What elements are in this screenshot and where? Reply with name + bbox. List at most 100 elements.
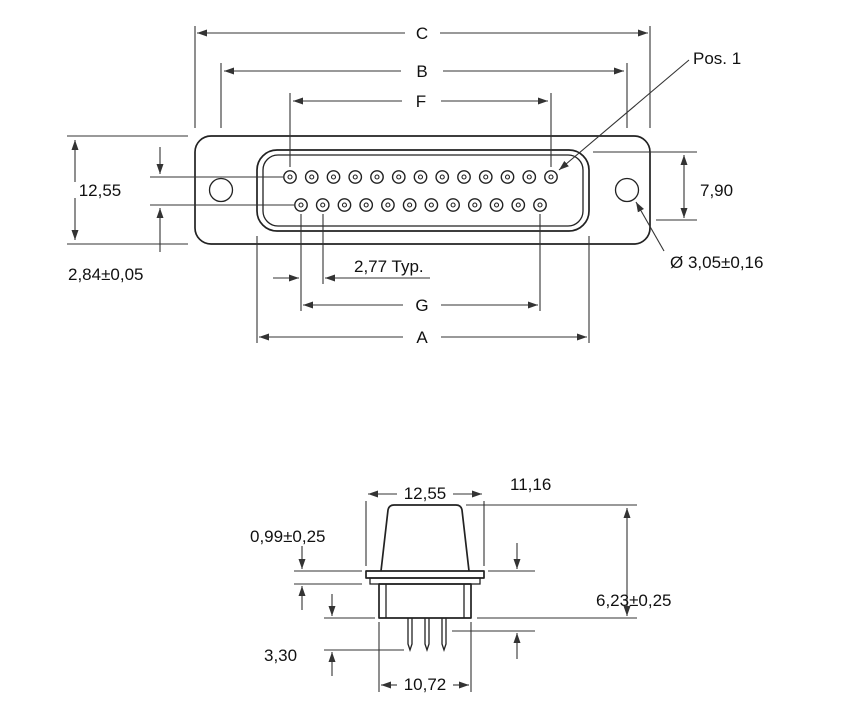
pin-contact <box>315 198 330 212</box>
pin-contact <box>348 170 363 184</box>
pin-contact <box>381 198 395 212</box>
pin-contact <box>402 198 417 212</box>
pin-contact <box>424 198 439 212</box>
pin-contact <box>413 170 428 184</box>
pin-contact-center <box>407 202 413 208</box>
dim-flange-height: 12,55 <box>67 135 188 245</box>
dim-overall-height: 11,16 <box>466 475 637 619</box>
pin-contact <box>457 170 471 184</box>
dim-bottom-width: 10,72 <box>378 622 472 694</box>
pin-contact <box>294 198 308 212</box>
pin-contact <box>522 170 537 184</box>
pin-contact <box>478 170 493 184</box>
dim-g: G <box>300 214 541 315</box>
dim-f: F <box>289 92 552 167</box>
pin-contact-center <box>515 202 521 208</box>
pin-contact-center <box>526 174 532 180</box>
shell-inner <box>262 154 584 227</box>
pin-contact-center <box>428 202 434 208</box>
dim-overall-height-label: 11,16 <box>510 475 551 494</box>
pin-contact <box>511 198 526 212</box>
pin-contact-center <box>287 174 293 180</box>
pin-contact-center <box>363 202 369 208</box>
solder-pin <box>407 618 413 653</box>
pin-contact-center <box>352 174 358 180</box>
pin-contact <box>283 170 297 184</box>
dim-pin-length-label: 3,30 <box>264 646 297 665</box>
dim-c: C <box>194 24 651 128</box>
pin-contact-center <box>537 202 543 208</box>
dim-a: A <box>256 236 590 347</box>
connector-front-body <box>194 135 651 245</box>
pin-contact-center <box>341 202 348 208</box>
dim-flange-height-label: 12,55 <box>79 181 122 200</box>
dim-pin-length: 3,30 <box>264 594 404 676</box>
flange-outline <box>194 135 651 245</box>
pin-contact <box>489 198 504 212</box>
dim-b-label: B <box>416 62 427 81</box>
dim-lower-height: 6,23±0,25 <box>452 543 672 659</box>
front-view: C B F Pos. 1 12,55 <box>67 24 763 347</box>
dim-hole-diameter: Ø 3,05±0,16 <box>635 201 763 272</box>
pin-contact <box>304 170 319 184</box>
dim-flange-thickness: 0,99±0,25 <box>250 527 362 610</box>
pos1-callout: Pos. 1 <box>558 49 741 171</box>
dim-shell-height: 7,90 <box>593 151 733 221</box>
pin-contact-center <box>548 174 554 180</box>
pin-contact-center <box>374 174 380 180</box>
pin-contact-center <box>461 174 467 180</box>
pin-contact-center <box>439 174 445 180</box>
pin-contact-center <box>450 202 456 208</box>
pin-contact <box>391 170 406 184</box>
dim-b: B <box>220 62 628 128</box>
pin-contact-center <box>320 202 326 208</box>
dim-f-label: F <box>416 92 426 111</box>
pin-contact-center <box>385 202 391 208</box>
pin-contact-center <box>483 174 489 180</box>
pin-contact <box>467 198 482 212</box>
dim-c-label: C <box>416 24 428 43</box>
dim-bottom-width-label: 10,72 <box>404 675 447 694</box>
side-view: 12,55 11,16 0,99±0,25 6,23±0,25 <box>250 475 672 694</box>
dim-pin-pitch-label: 2,77 Typ. <box>354 257 424 276</box>
side-body <box>378 583 472 619</box>
pin-contact-center <box>472 202 478 208</box>
connector-side-body <box>365 504 485 653</box>
pin-contact <box>370 170 384 184</box>
dim-a-label: A <box>416 328 428 347</box>
pin-contact <box>359 198 374 212</box>
dim-flange-thickness-label: 0,99±0,25 <box>250 527 326 546</box>
dim-row-offset-label: 2,84±0,05 <box>68 265 144 284</box>
pin-contact <box>544 170 558 184</box>
pin-contact-center <box>330 174 337 180</box>
dim-shell-height-label: 7,90 <box>700 181 733 200</box>
mounting-hole-left <box>208 177 234 203</box>
solder-pin <box>424 618 430 653</box>
side-shell <box>380 504 470 572</box>
pin-contact-center <box>493 202 500 208</box>
dim-pin-pitch: 2,77 Typ. <box>273 214 430 284</box>
shell-outer <box>256 149 590 232</box>
pin-contact <box>435 170 450 184</box>
pin-contact-center <box>309 174 315 180</box>
dim-hole-diameter-label: Ø 3,05±0,16 <box>670 253 763 272</box>
pin-contact <box>337 198 352 212</box>
mounting-hole-right <box>614 177 640 203</box>
pos1-label: Pos. 1 <box>693 49 741 68</box>
pin-contact-center <box>396 174 402 180</box>
solder-pin <box>441 618 447 653</box>
side-flange-plate <box>365 570 485 579</box>
pin-contact <box>533 198 547 212</box>
pin-field <box>283 170 558 212</box>
dim-g-label: G <box>415 296 428 315</box>
side-spacer-plate <box>369 577 481 585</box>
pin-contact <box>446 198 460 212</box>
dim-top-width-label: 12,55 <box>404 484 447 503</box>
dim-lower-height-label: 6,23±0,25 <box>596 591 672 610</box>
pin-contact <box>500 170 515 184</box>
pin-contact-center <box>298 202 304 208</box>
pin-contact <box>326 170 341 184</box>
dim-row-offset: 2,84±0,05 <box>68 147 294 284</box>
